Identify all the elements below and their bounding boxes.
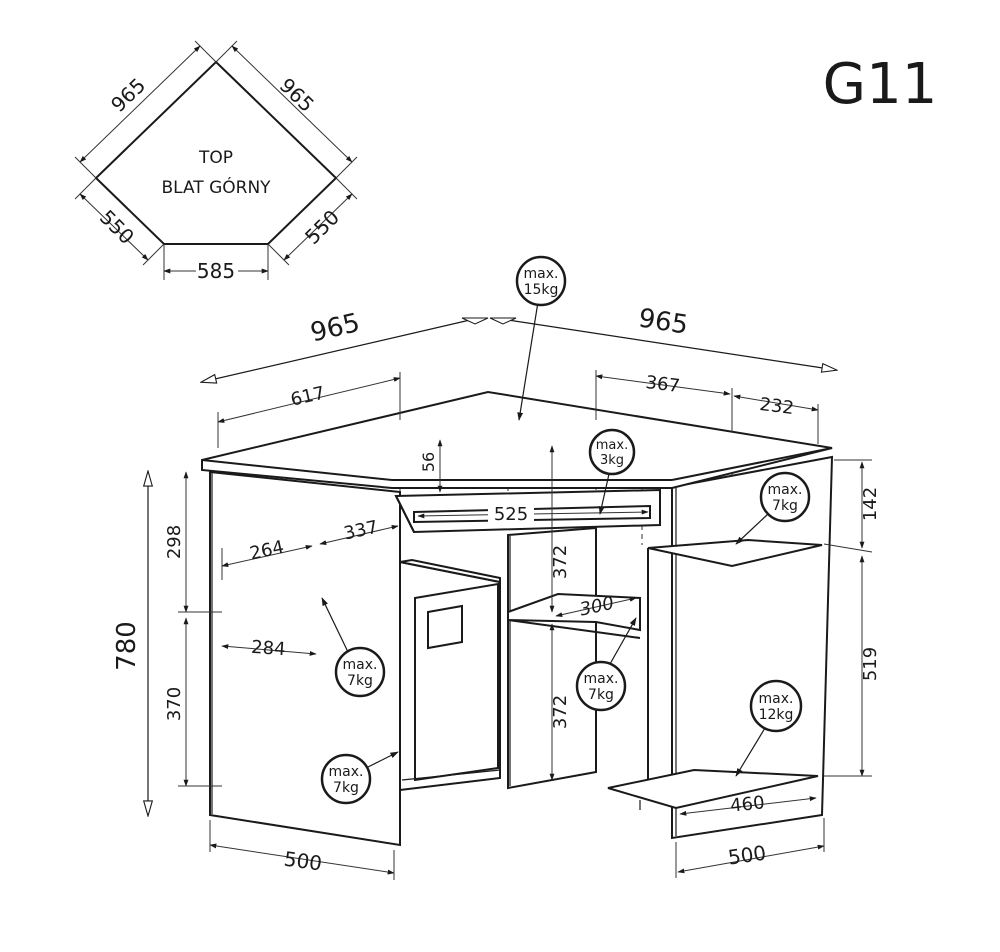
door-handle [427, 604, 463, 650]
svg-text:7kg: 7kg [347, 673, 373, 689]
dim-line-232 [733, 394, 819, 412]
right-lower-shelf [607, 768, 819, 810]
dim-367: 367 [644, 372, 681, 397]
svg-text:max.: max. [329, 764, 364, 780]
dim-370: 370 [164, 687, 185, 721]
dim-line-500-right [677, 844, 825, 874]
svg-text:12kg: 12kg [759, 707, 794, 723]
load-badge-center [575, 660, 627, 712]
dim-460: 460 [729, 792, 765, 816]
dim-line-460 [679, 796, 817, 816]
dim-372-lower: 372 [550, 695, 571, 729]
load-badge-left-upper [334, 646, 386, 698]
dim-617: 617 [289, 383, 327, 411]
top-dim-right-long: 965 [275, 73, 319, 117]
dim-line-617 [217, 377, 401, 423]
load-badge-right-lower [749, 679, 803, 733]
dim-780: 780 [112, 621, 142, 671]
svg-text:max.: max. [524, 266, 559, 282]
dim-284: 284 [251, 637, 287, 660]
arrow-overall-right [507, 319, 836, 370]
dim-500-right: 500 [726, 841, 767, 870]
svg-text:7kg: 7kg [772, 498, 798, 514]
top-view: TOP BLAT GÓRNY 965 965 550 550 585 [74, 40, 358, 283]
top-dim-right-short: 550 [300, 205, 344, 249]
dim-500-left: 500 [282, 847, 323, 876]
top-label: TOP [198, 148, 233, 168]
arrow-overall-left [202, 319, 471, 382]
dim-525: 525 [494, 504, 528, 525]
svg-text:7kg: 7kg [333, 780, 359, 796]
dim-overall-left: 965 [308, 308, 363, 348]
load-badge-top [515, 255, 567, 307]
load-badge-right-upper [759, 471, 811, 523]
load-badge-left-lower [320, 753, 372, 805]
dim-line-367 [595, 374, 731, 396]
model-code: G11 [823, 52, 938, 117]
dim-line-337 [319, 525, 399, 545]
dim-56: 56 [419, 452, 438, 472]
svg-text:max.: max. [759, 691, 794, 707]
dim-line-500-left [209, 843, 395, 875]
dim-line-300 [555, 596, 637, 618]
svg-text:max.: max. [343, 657, 378, 673]
dim-line-top-right-550 [283, 193, 353, 261]
dim-line-top-right-965 [231, 45, 353, 163]
dim-142: 142 [860, 487, 881, 521]
dim-232: 232 [758, 394, 795, 419]
dim-overall-right: 965 [636, 303, 690, 340]
dim-line-264 [221, 544, 313, 568]
dim-line-top-left-965 [79, 45, 201, 163]
svg-text:15kg: 15kg [524, 282, 559, 298]
dim-line-284 [221, 644, 317, 656]
svg-text:7kg: 7kg [588, 687, 614, 703]
svg-text:3kg: 3kg [600, 453, 624, 468]
desktop-top [201, 390, 833, 489]
top-label-polish: BLAT GÓRNY [161, 176, 271, 198]
dim-372-upper: 372 [550, 545, 571, 579]
load-badge-keyboard [588, 428, 636, 476]
dim-519: 519 [860, 647, 881, 681]
svg-text:max.: max. [768, 482, 803, 498]
desk-drawing [201, 390, 834, 847]
svg-text:max.: max. [584, 671, 619, 687]
svg-text:max.: max. [596, 438, 628, 453]
top-dim-front: 585 [197, 259, 235, 283]
top-dim-left-short: 550 [95, 205, 139, 249]
top-dim-left-long: 965 [106, 73, 150, 117]
dim-298: 298 [164, 525, 185, 559]
dim-line-top-left-550 [79, 193, 149, 261]
right-upper-shelf [647, 538, 823, 568]
